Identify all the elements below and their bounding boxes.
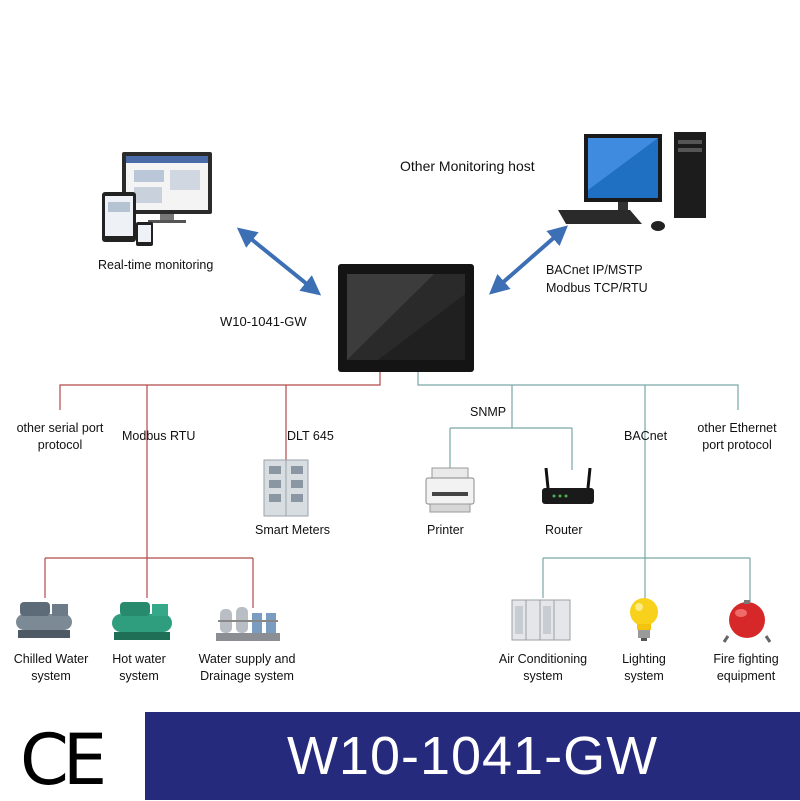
light-bulb-icon: [630, 598, 658, 641]
modbus-branch-label: Modbus RTU: [122, 429, 196, 443]
protocol-line-1: BACnet IP/MSTP: [546, 263, 643, 277]
gateway-panel-icon: [338, 264, 474, 372]
printer-label: Printer: [427, 523, 464, 537]
model-banner: W10-1041-GW: [145, 712, 800, 800]
router-label: Router: [545, 523, 583, 537]
router-icon: [542, 467, 594, 504]
snmp-branch-label: SNMP: [470, 405, 507, 419]
smart-meter-cabinet-icon: [263, 459, 309, 517]
host-label: Other Monitoring host: [400, 158, 535, 174]
arrow-host: [488, 225, 569, 295]
air-conditioning-unit-icon: [511, 599, 571, 641]
hot-water-unit-icon: [112, 602, 172, 640]
desktop-computer-icon: [558, 132, 706, 231]
printer-icon: [425, 467, 475, 513]
fire-extinguishing-tank-icon: [722, 600, 772, 643]
gateway-model-label: W10-1041-GW: [220, 314, 307, 329]
water-pump-station-icon: [216, 607, 280, 641]
arrow-realtime: [236, 227, 322, 296]
bacnet-branch-label: BACnet: [624, 429, 668, 443]
dlt-branch-label: DLT 645: [287, 429, 334, 443]
ce-mark-icon: CE: [20, 719, 107, 801]
smart-meters-label: Smart Meters: [255, 523, 331, 537]
realtime-monitor-devices-icon: [102, 152, 212, 246]
protocol-line-2: Modbus TCP/RTU: [546, 281, 648, 295]
realtime-monitoring-label: Real-time monitoring: [98, 258, 214, 272]
banner-title: W10-1041-GW: [286, 726, 659, 786]
chiller-icon: [16, 602, 72, 638]
